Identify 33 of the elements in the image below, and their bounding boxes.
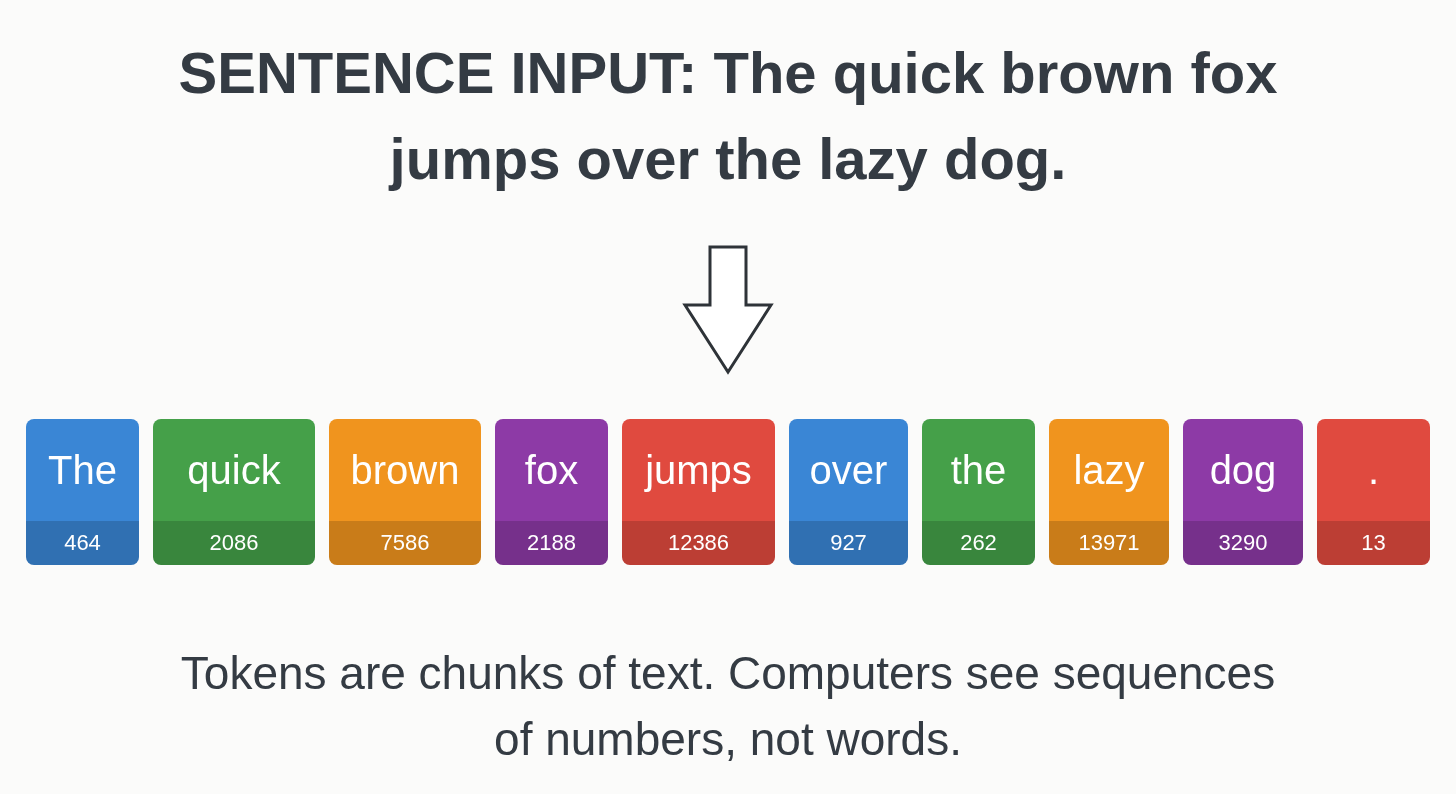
token-tile xyxy=(1317,419,1430,565)
token-tile xyxy=(1183,419,1303,565)
block-arrow xyxy=(682,245,774,375)
caption: Tokens are chunks of text. Computers see sequences of numbers, not words. xyxy=(179,646,1277,767)
token-id: 262 xyxy=(922,521,1035,565)
token-id: 7586 xyxy=(329,521,481,565)
token-tile xyxy=(329,419,481,565)
token-tile xyxy=(153,419,315,565)
token-tile xyxy=(1049,419,1169,565)
token-tile xyxy=(495,419,608,565)
token-word: the xyxy=(949,447,1008,494)
token-id: 13971 xyxy=(1049,521,1169,565)
token-tile xyxy=(922,419,1035,565)
token-tile xyxy=(622,419,775,565)
token-word: brown xyxy=(349,447,461,494)
token-word: jumps xyxy=(643,447,753,494)
token-word: The xyxy=(47,447,118,494)
heading: SENTENCE INPUT: The quick brown fox jumps over the lazy dog. xyxy=(98,30,1358,202)
token-word: fox xyxy=(523,447,580,494)
token-id: 2086 xyxy=(153,521,315,565)
token-id: 2188 xyxy=(495,521,608,565)
token-tile xyxy=(26,419,139,565)
token-id: 12386 xyxy=(622,521,775,565)
token-word: lazy xyxy=(1072,447,1146,494)
token-word: . xyxy=(1366,447,1381,494)
token-id: 927 xyxy=(789,521,908,565)
token-id: 464 xyxy=(26,521,139,565)
token-tile xyxy=(789,419,908,565)
token-id: 3290 xyxy=(1183,521,1303,565)
token-id: 13 xyxy=(1317,521,1430,565)
token-word: over xyxy=(808,447,889,494)
token-word: quick xyxy=(186,447,282,494)
token-word: dog xyxy=(1208,447,1278,494)
